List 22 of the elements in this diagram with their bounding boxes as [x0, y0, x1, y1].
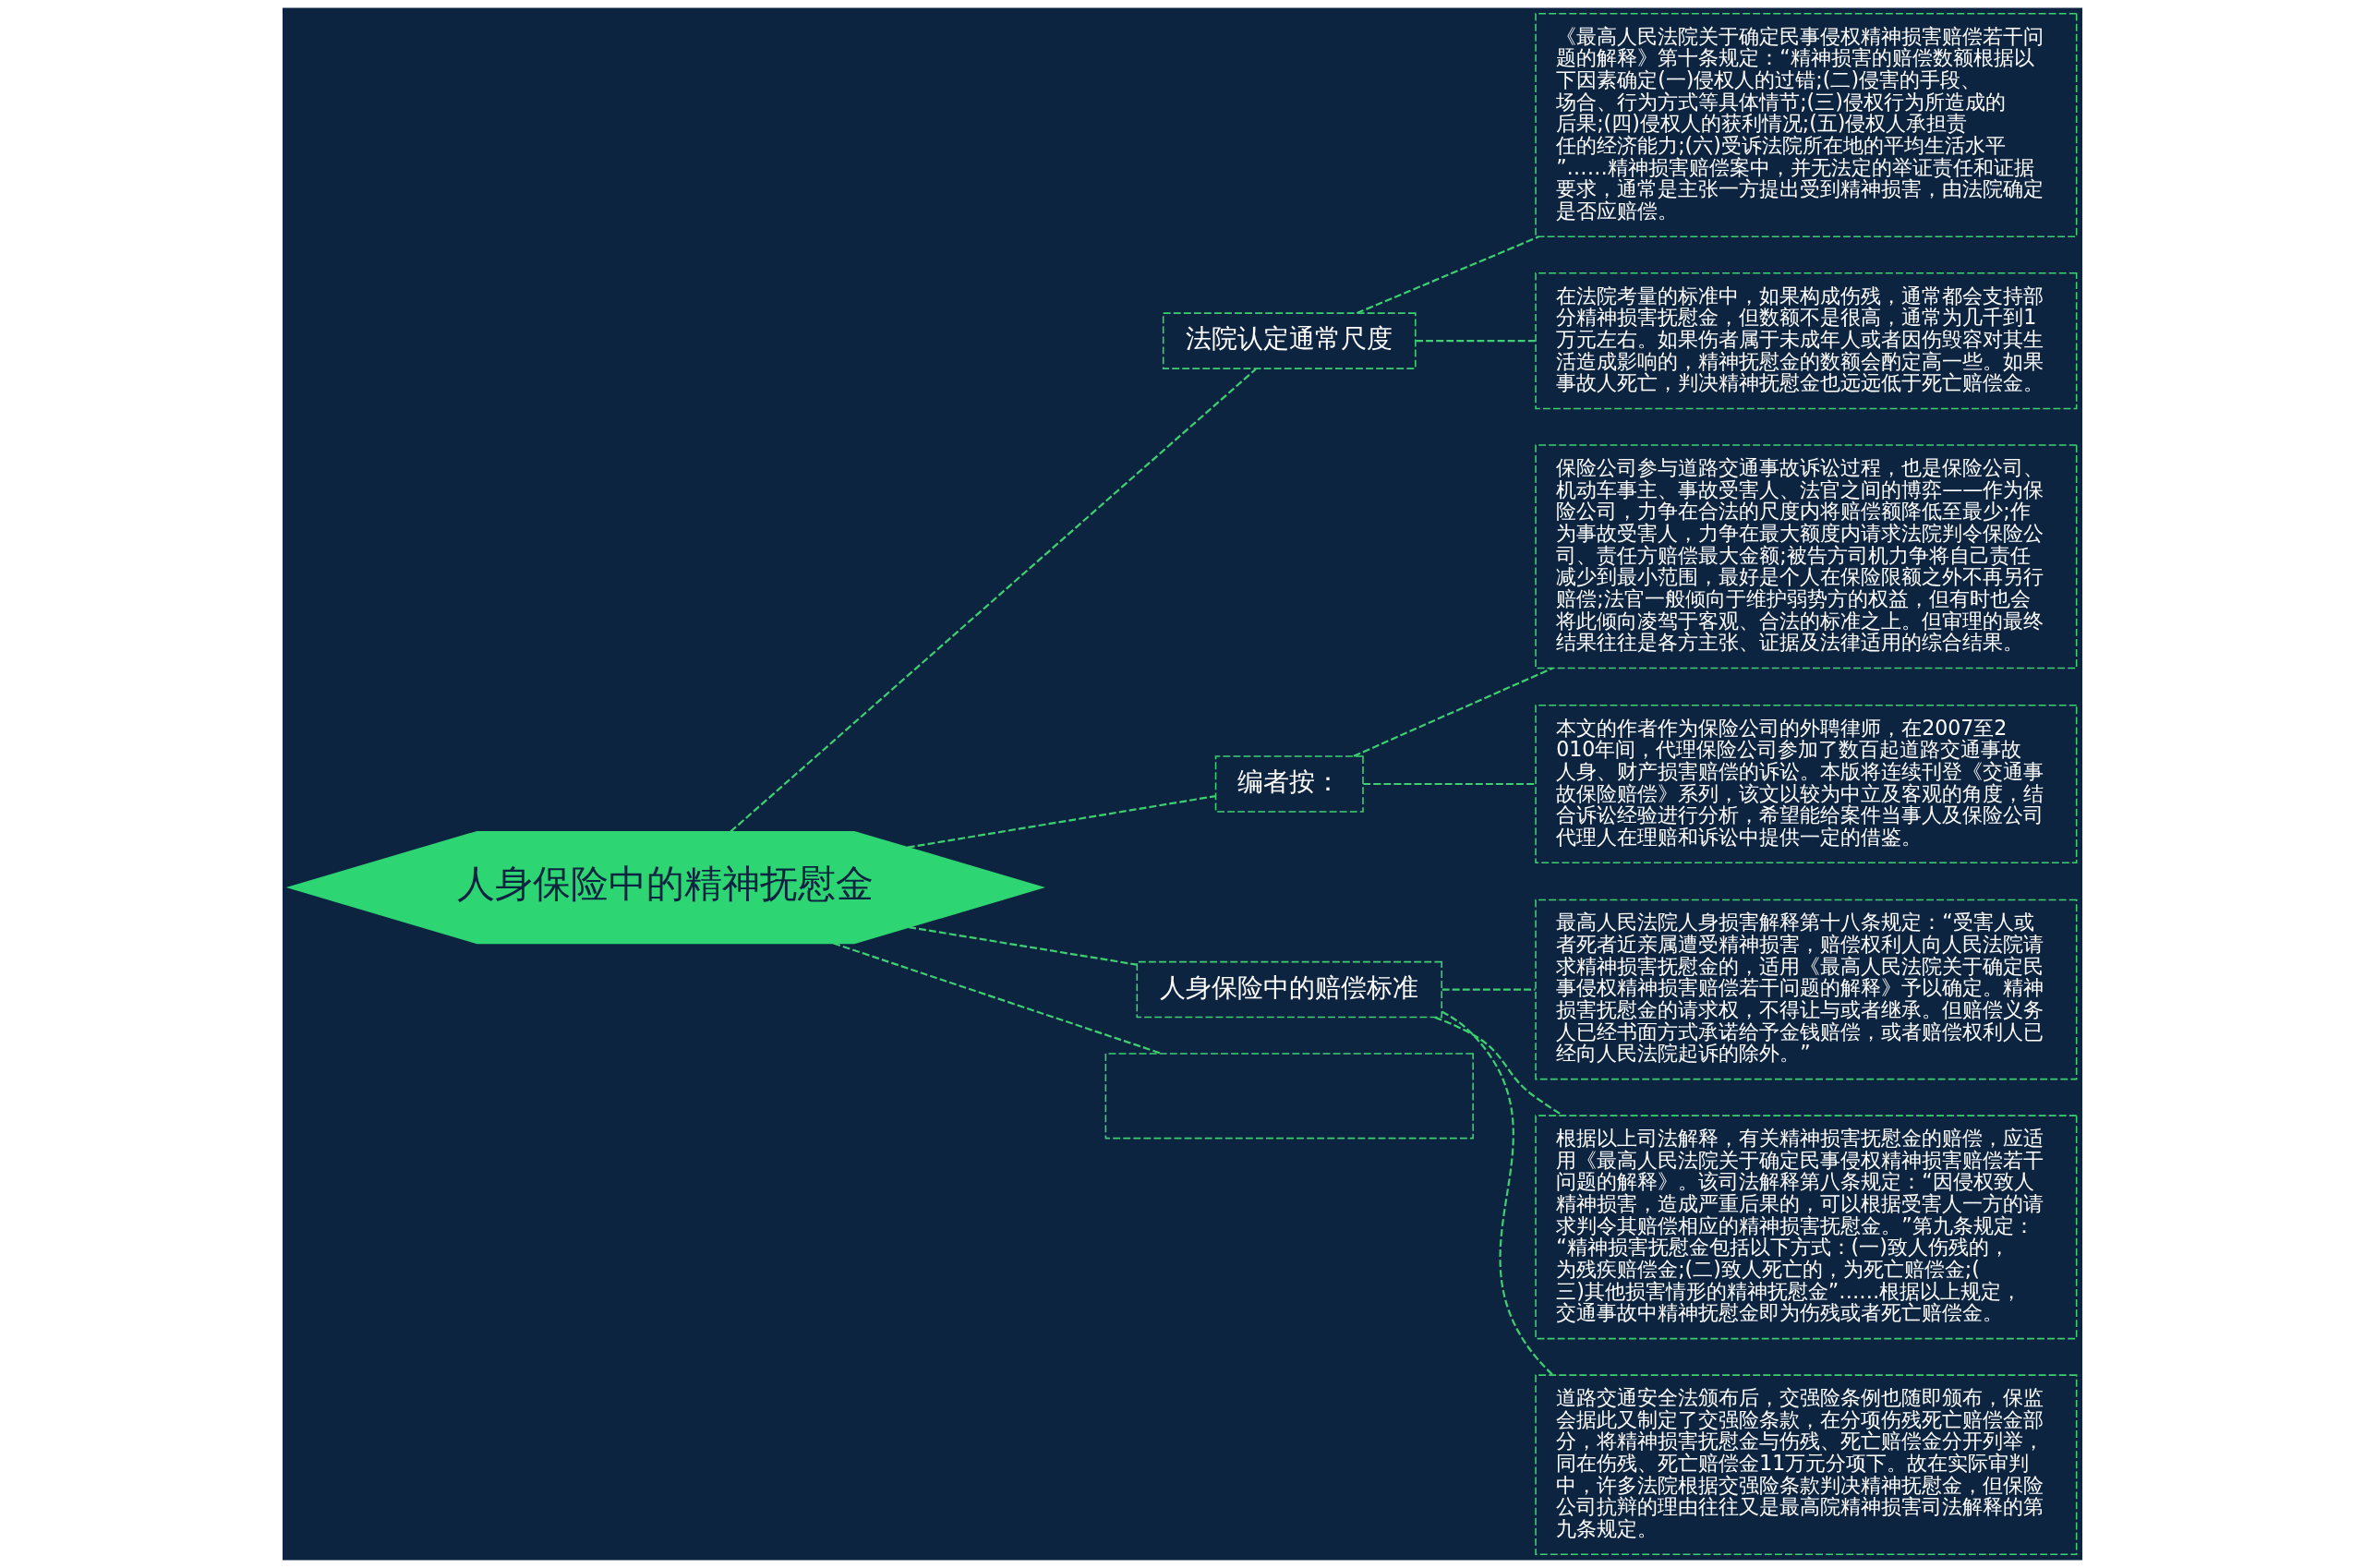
connector: [832, 942, 1163, 1055]
connector: [1353, 667, 1553, 757]
connector: [1434, 1016, 1563, 1116]
connector: [1441, 1010, 1553, 1376]
connector: [907, 794, 1216, 849]
node-box: 最高人民法院人身损害解释第十八条规定：“受害人或者死者近亲属遭受精神损害，赔偿权利人向人民法院请求精神损害抚慰金的，适用《最高人民法院关于确定民事侵权精神损害赔偿若干问题的解释》予以确定。精神损害抚慰金的请求权，不得让与或者继承。但赔偿义务人已经书面方式承诺给予金钱赔偿，或者赔偿权利人已经向人民法院起诉的除外。”: [1534, 899, 2077, 1080]
node-box: 道路交通安全法颁布后，交强险条例也随即颁布，保监会据此又制定了交强险条款，在分项伤残死亡赔偿金部分，将精神损害抚慰金与伤残、死亡赔偿金分开列举，同在伤残、死亡赔偿金11万元分项下。故在实际审判中，许多法院根据交强险条款判决精神抚慰金，但保险公司抗辩的理由往往又是最高院精神损害司法解释的第九条规定。: [1534, 1374, 2077, 1556]
node-box: 保险公司参与道路交通事故诉讼过程，也是保险公司、机动车事主、事故受害人、法官之间的博弈——作为保险公司，力争在合法的尺度内将赔偿额降低至最少;作为事故受害人，力争在最大额度内请求法院判令保险公司、责任方赔偿最大金额;被告方司机力争将自己责任减少到最小范围，最好是个人在保险限额之外不再另行赔偿;法官一般倾向于维护弱势方的权益，但有时也会将此倾向凌驾于客观、合法的标准之上。但审理的最终结果往往是各方主张、证据及法律适用的综合结果。: [1534, 444, 2077, 669]
connector: [730, 368, 1257, 833]
connector: [1362, 782, 1536, 786]
connector: [1356, 235, 1539, 315]
connector: [1415, 340, 1536, 343]
connector: [1441, 988, 1536, 991]
node-box: 编者按：: [1214, 755, 1364, 813]
node-box: [1104, 1053, 1474, 1140]
connector: [908, 926, 1137, 966]
node-box: 法院认定通常尺度: [1162, 312, 1417, 369]
node-box: 人身保险中的赔偿标准: [1136, 960, 1442, 1019]
node-box: 《最高人民法院关于确定民事侵权精神损害赔偿若干问题的解释》第十条规定：“精神损害的赔偿数额根据以下因素确定(一)侵权人的过错;(二)侵害的手段、场合、行为方式等具体情节;(三)侵权行为所造成的后果;(四)侵权人的获利情况;(五)侵权人承担责任的经济能力;(六)受诉法院所在地的平均生活水平”……精神损害赔偿案中，并无法定的举证责任和证据要求，通常是主张一方提出受到精神损害，由法院确定是否应赔偿。: [1534, 12, 2077, 238]
node-box: 在法院考量的标准中，如果构成伤残，通常都会支持部分精神损害抚慰金，但数额不是很高，通常为几千到1万元左右。如果伤者属于未成年人或者因伤毁容对其生活造成影响的，精神抚慰金的数额会酌定高一些。如果事故人死亡，判决精神抚慰金也远远低于死亡赔偿金。: [1534, 271, 2077, 410]
node-box: 根据以上司法解释，有关精神损害抚慰金的赔偿，应适用《最高人民法院关于确定民事侵权精神损害赔偿若干问题的解释》。该司法解释第八条规定：“因侵权致人精神损害，造成严重后果的，可以根据受害人一方的请求判令其赔偿相应的精神损害抚慰金。”第九条规定：“精神损害抚慰金包括以下方式：(一)致人伤残的，为残疾赔偿金;(二)致人死亡的，为死亡赔偿金;(三)其他损害情形的精神抚慰金”……根据以上规定，交通事故中精神抚慰金即为伤残或者死亡赔偿金。: [1534, 1115, 2077, 1340]
node-box: 本文的作者作为保险公司的外聘律师，在2007至2010年间，代理保险公司参加了数百起道路交通事故人身、财产损害赔偿的诉讼。本版将连续刊登《交通事故保险赔偿》系列，该文以较为中立及客观的角度，结合诉讼经验进行分析，希望能给案件当事人及保险公司代理人在理赔和诉讼中提供一定的借鉴。: [1534, 704, 2077, 864]
